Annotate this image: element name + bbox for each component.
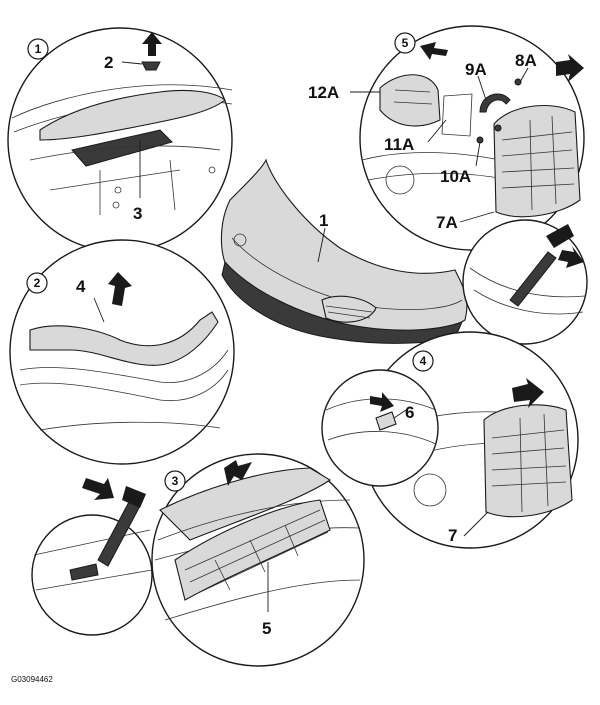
down-right-arrow-icon [82, 478, 114, 500]
part-label-5: 5 [262, 619, 271, 638]
detail-step-4 [321, 331, 579, 549]
figure-id: G03094462 [11, 675, 53, 684]
up-arrow-icon [108, 272, 132, 306]
up-arrow-icon [142, 32, 162, 56]
detail-step-1 [7, 27, 233, 253]
part-label-7: 7 [448, 526, 457, 545]
part-label-8a: 8A [515, 51, 537, 70]
front-bumper [220, 158, 468, 344]
part-label-7a: 7A [436, 213, 458, 232]
part-label-3: 3 [133, 204, 142, 223]
part-label-12a: 12A [308, 83, 339, 102]
right-arrow-icon [556, 54, 584, 82]
part-label-10a: 10A [440, 167, 471, 186]
svg-text:2: 2 [34, 276, 41, 290]
down-right-arrow-icon [370, 392, 394, 412]
right-arrow-icon [224, 460, 252, 486]
svg-text:1: 1 [35, 42, 42, 56]
step-marker-1: 1 [27, 38, 49, 60]
step-marker-4: 4 [412, 350, 434, 372]
down-right-arrow-icon [558, 246, 584, 268]
left-arrow-icon [420, 42, 448, 60]
step-marker-5: 5 [394, 32, 416, 54]
detail-step-5 [350, 25, 588, 345]
part-label-9a: 9A [465, 60, 487, 79]
svg-text:4: 4 [420, 354, 427, 368]
part-label-2: 2 [104, 53, 113, 72]
part-label-6: 6 [405, 403, 414, 422]
step-marker-2: 2 [26, 272, 48, 294]
part-label-1: 1 [319, 211, 328, 230]
part-label-11a: 11A [384, 135, 414, 154]
part-label-4: 4 [76, 277, 86, 296]
detail-step-3 [31, 453, 365, 667]
right-arrow-icon [512, 378, 544, 408]
step-marker-3: 3 [164, 470, 186, 492]
svg-text:3: 3 [172, 474, 179, 488]
detail-step-2 [9, 239, 235, 465]
svg-text:5: 5 [402, 36, 409, 50]
